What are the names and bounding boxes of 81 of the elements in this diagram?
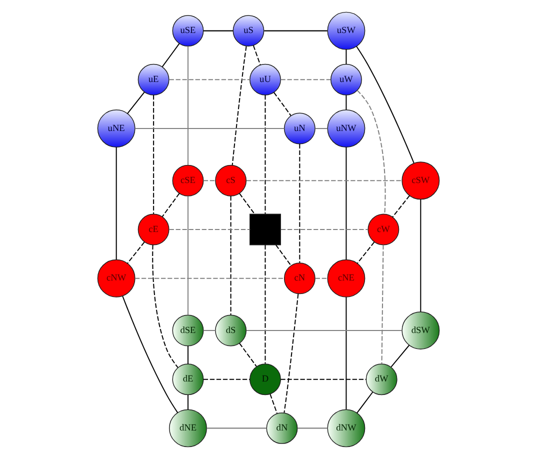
connector <box>246 330 402 331</box>
connector <box>420 199 422 312</box>
connector <box>127 242 145 264</box>
connector <box>356 90 386 214</box>
connector <box>134 128 284 130</box>
connector <box>346 297 347 410</box>
connector <box>232 46 247 166</box>
node-circle: uU <box>250 64 281 96</box>
connector <box>187 196 188 315</box>
connector <box>274 92 292 116</box>
connector <box>152 244 178 368</box>
connector <box>230 196 232 315</box>
connector <box>122 296 178 413</box>
connector <box>246 180 402 182</box>
connector <box>239 193 255 214</box>
connector <box>299 144 300 263</box>
connector <box>116 147 117 260</box>
connector <box>239 342 257 367</box>
connector <box>280 228 368 230</box>
connector <box>315 128 328 130</box>
node-circle: dW <box>366 364 398 396</box>
node-circle: cSW <box>402 162 440 200</box>
node-circle: cSE <box>172 164 204 196</box>
node-circle: cNE <box>327 259 366 298</box>
connector <box>203 30 233 32</box>
connector <box>187 46 188 165</box>
connector <box>346 147 347 260</box>
node-circle: dSE <box>172 314 204 346</box>
connector <box>381 244 384 364</box>
connector <box>392 195 410 218</box>
connector <box>169 79 250 80</box>
connector <box>264 244 266 364</box>
node-circle: uN <box>284 112 316 144</box>
connector <box>252 45 261 65</box>
connector <box>203 330 216 331</box>
connector <box>162 193 180 217</box>
connector <box>315 278 328 279</box>
node-circle: cW <box>368 214 400 246</box>
node-circle: uE <box>138 64 170 96</box>
node-circle: dNE <box>169 409 207 448</box>
connector <box>153 95 154 214</box>
node-circle: D <box>250 364 281 396</box>
node-circle: cE <box>138 214 170 246</box>
connector <box>187 346 188 364</box>
connector <box>280 378 366 380</box>
connector <box>346 50 347 64</box>
connector <box>356 392 374 414</box>
connector <box>127 92 145 114</box>
connector <box>203 378 250 380</box>
connector <box>280 79 331 80</box>
node-box <box>250 214 281 246</box>
node-circle: cNW <box>97 259 136 298</box>
node-circle: dSW <box>402 312 440 350</box>
node-circle: uS <box>232 15 264 47</box>
node-circle: cN <box>284 262 316 294</box>
connector <box>169 228 250 230</box>
node-circle: uSE <box>172 15 204 47</box>
node-circle: cS <box>215 164 247 196</box>
connector <box>390 344 410 368</box>
connector <box>162 43 180 68</box>
node-circle: uNE <box>97 110 136 148</box>
connector <box>134 278 284 279</box>
connector <box>298 428 328 429</box>
node-circle: dS <box>215 314 247 346</box>
node-circle: uW <box>330 64 362 96</box>
connector <box>187 394 188 410</box>
node-circle: dE <box>172 364 204 396</box>
connector <box>346 95 347 110</box>
connector <box>270 394 278 414</box>
connector <box>276 244 292 266</box>
connector <box>264 30 328 32</box>
connector <box>206 428 266 429</box>
node-circle: uSW <box>327 12 366 50</box>
connector <box>284 294 299 413</box>
node-circle: uNW <box>327 110 366 148</box>
connector <box>203 180 216 182</box>
connector <box>356 46 414 164</box>
connector <box>264 95 266 214</box>
node-circle: dNW <box>327 409 366 448</box>
connector <box>357 242 375 264</box>
node-circle: dN <box>266 412 298 444</box>
